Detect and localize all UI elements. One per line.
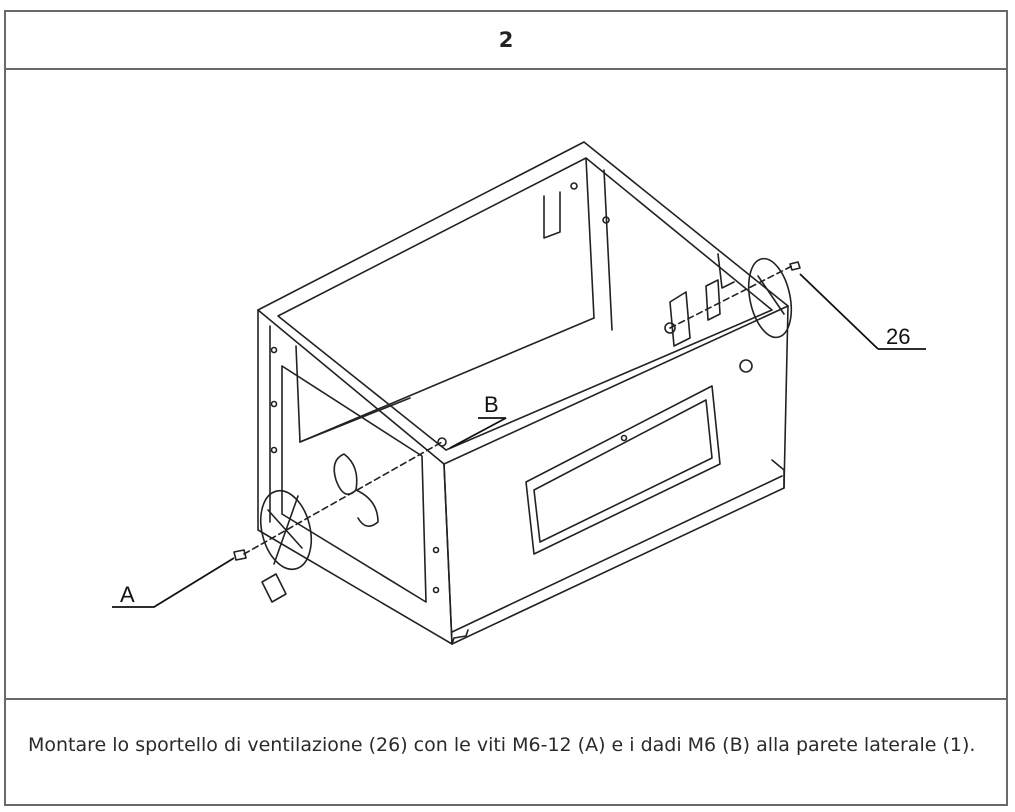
cabinet-front-side xyxy=(443,305,789,645)
screw-26 xyxy=(789,261,801,271)
step-number: 2 xyxy=(6,12,1006,70)
instruction-step-panel: 2 xyxy=(4,10,1008,806)
callout-a: A xyxy=(120,582,135,607)
inner-vent-flap xyxy=(333,453,358,496)
assembly-drawing: A B 26 xyxy=(112,141,926,645)
front-panel-recess xyxy=(525,385,721,555)
cabinet-top-rim-inner xyxy=(277,157,773,451)
assembly-figure: A B 26 xyxy=(6,70,1006,700)
instruction-text: Montare lo sportello di ventilazione (26… xyxy=(28,734,976,756)
ventilation-door-right xyxy=(747,257,793,339)
screw-a xyxy=(233,549,247,561)
leader-a xyxy=(112,557,235,608)
ventilation-door-left xyxy=(259,489,313,571)
leader-26 xyxy=(799,273,926,350)
callout-b: B xyxy=(484,392,499,417)
callout-26: 26 xyxy=(886,324,910,349)
leader-b xyxy=(449,417,507,449)
door-knob xyxy=(261,573,287,603)
left-side-opening xyxy=(281,365,427,603)
